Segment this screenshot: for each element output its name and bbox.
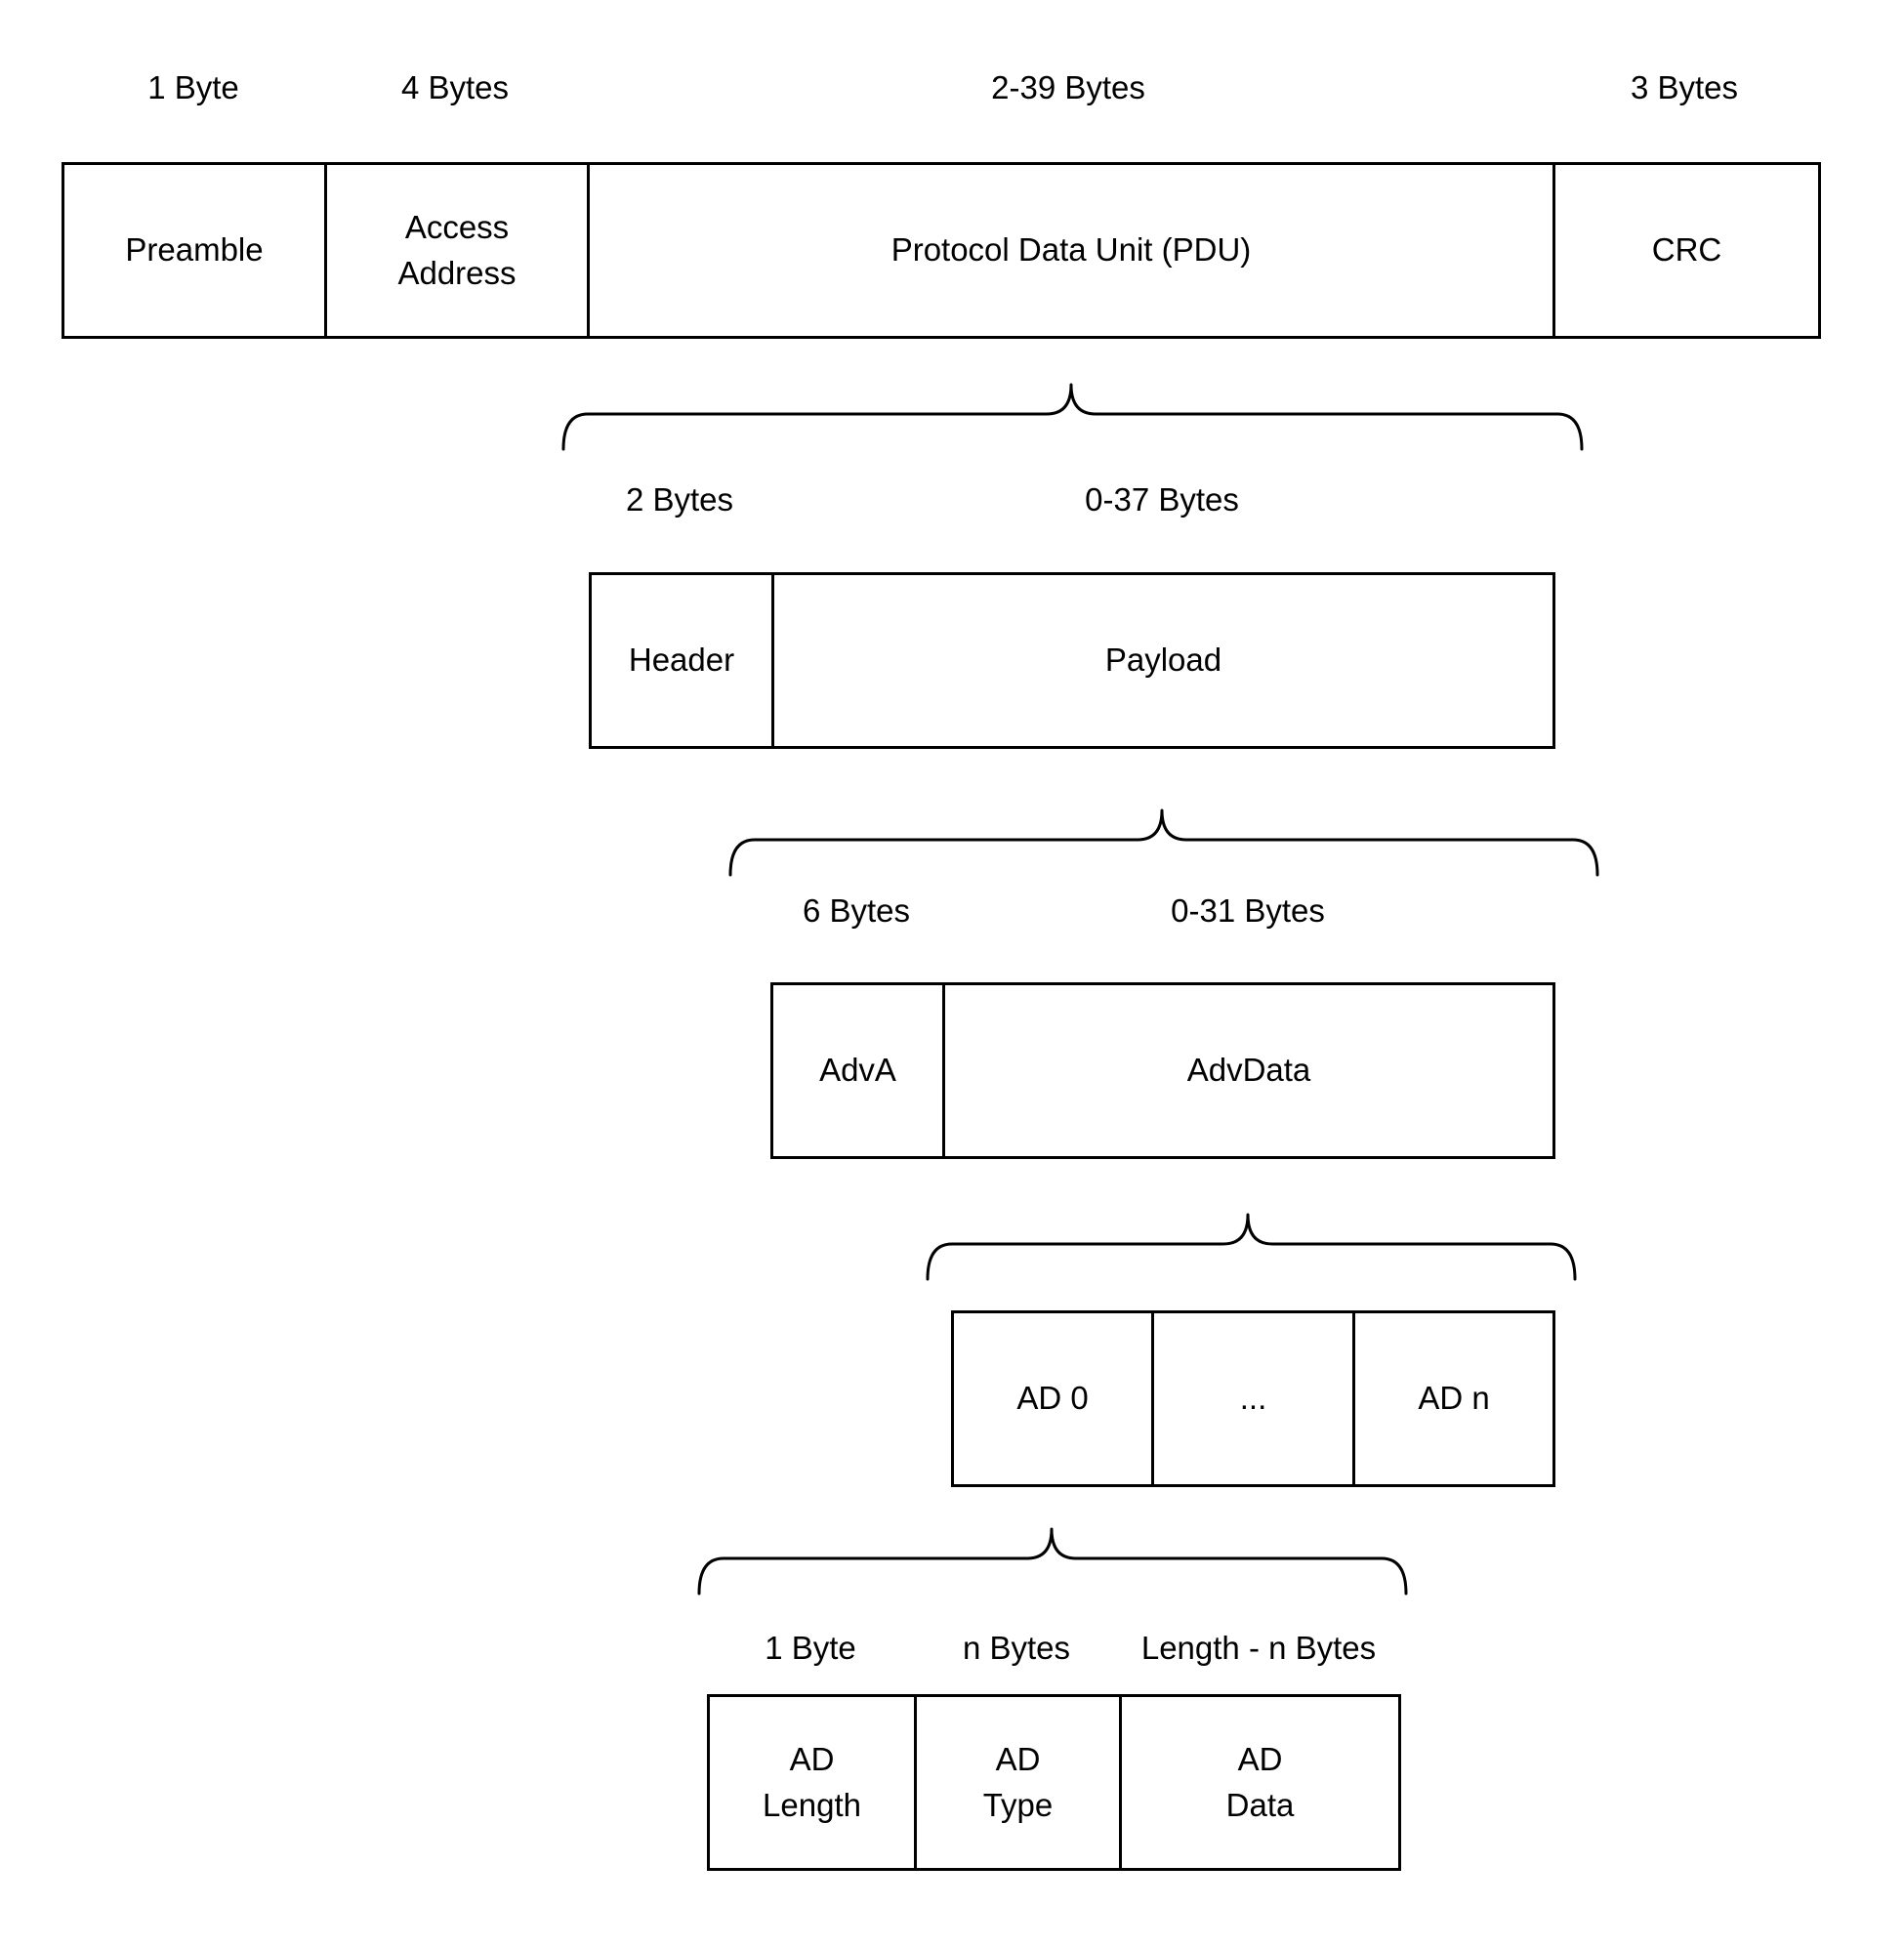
size-label-payload: 0-37 Bytes — [1085, 481, 1239, 518]
field-payload: Payload — [771, 572, 1555, 749]
field-ad-n: AD n — [1352, 1310, 1555, 1487]
size-label-ad-data: Length - n Bytes — [1140, 1630, 1377, 1666]
size-label-adva: 6 Bytes — [802, 892, 911, 929]
size-label-pdu: 2-39 Bytes — [991, 69, 1145, 105]
size-label-header: 2 Bytes — [625, 481, 734, 518]
size-label-preamble: 1 Byte — [147, 69, 239, 105]
field-crc: CRC — [1552, 162, 1821, 339]
size-label-access-address: 4 Bytes — [400, 69, 510, 105]
field-access-address: Access Address — [324, 162, 590, 339]
size-label-ad-length: 1 Byte — [765, 1630, 856, 1666]
brace-payload-expansion — [728, 808, 1599, 877]
brace-advdata-expansion — [926, 1213, 1577, 1281]
size-label-advdata: 0-31 Bytes — [1171, 892, 1325, 929]
field-header: Header — [589, 572, 774, 749]
brace-ad0-expansion — [697, 1527, 1408, 1596]
size-label-ad-type: n Bytes — [962, 1630, 1071, 1666]
field-pdu: Protocol Data Unit (PDU) — [587, 162, 1555, 339]
field-ad-type: AD Type — [914, 1694, 1122, 1871]
field-ad-0: AD 0 — [951, 1310, 1154, 1487]
field-advdata: AdvData — [942, 982, 1555, 1159]
field-preamble: Preamble — [62, 162, 327, 339]
field-ad-ellipsis: ... — [1151, 1310, 1355, 1487]
field-adva: AdvA — [770, 982, 945, 1159]
brace-pdu-expansion — [561, 383, 1584, 451]
field-ad-length: AD Length — [707, 1694, 917, 1871]
field-ad-data: AD Data — [1119, 1694, 1401, 1871]
size-label-crc: 3 Bytes — [1630, 69, 1739, 105]
